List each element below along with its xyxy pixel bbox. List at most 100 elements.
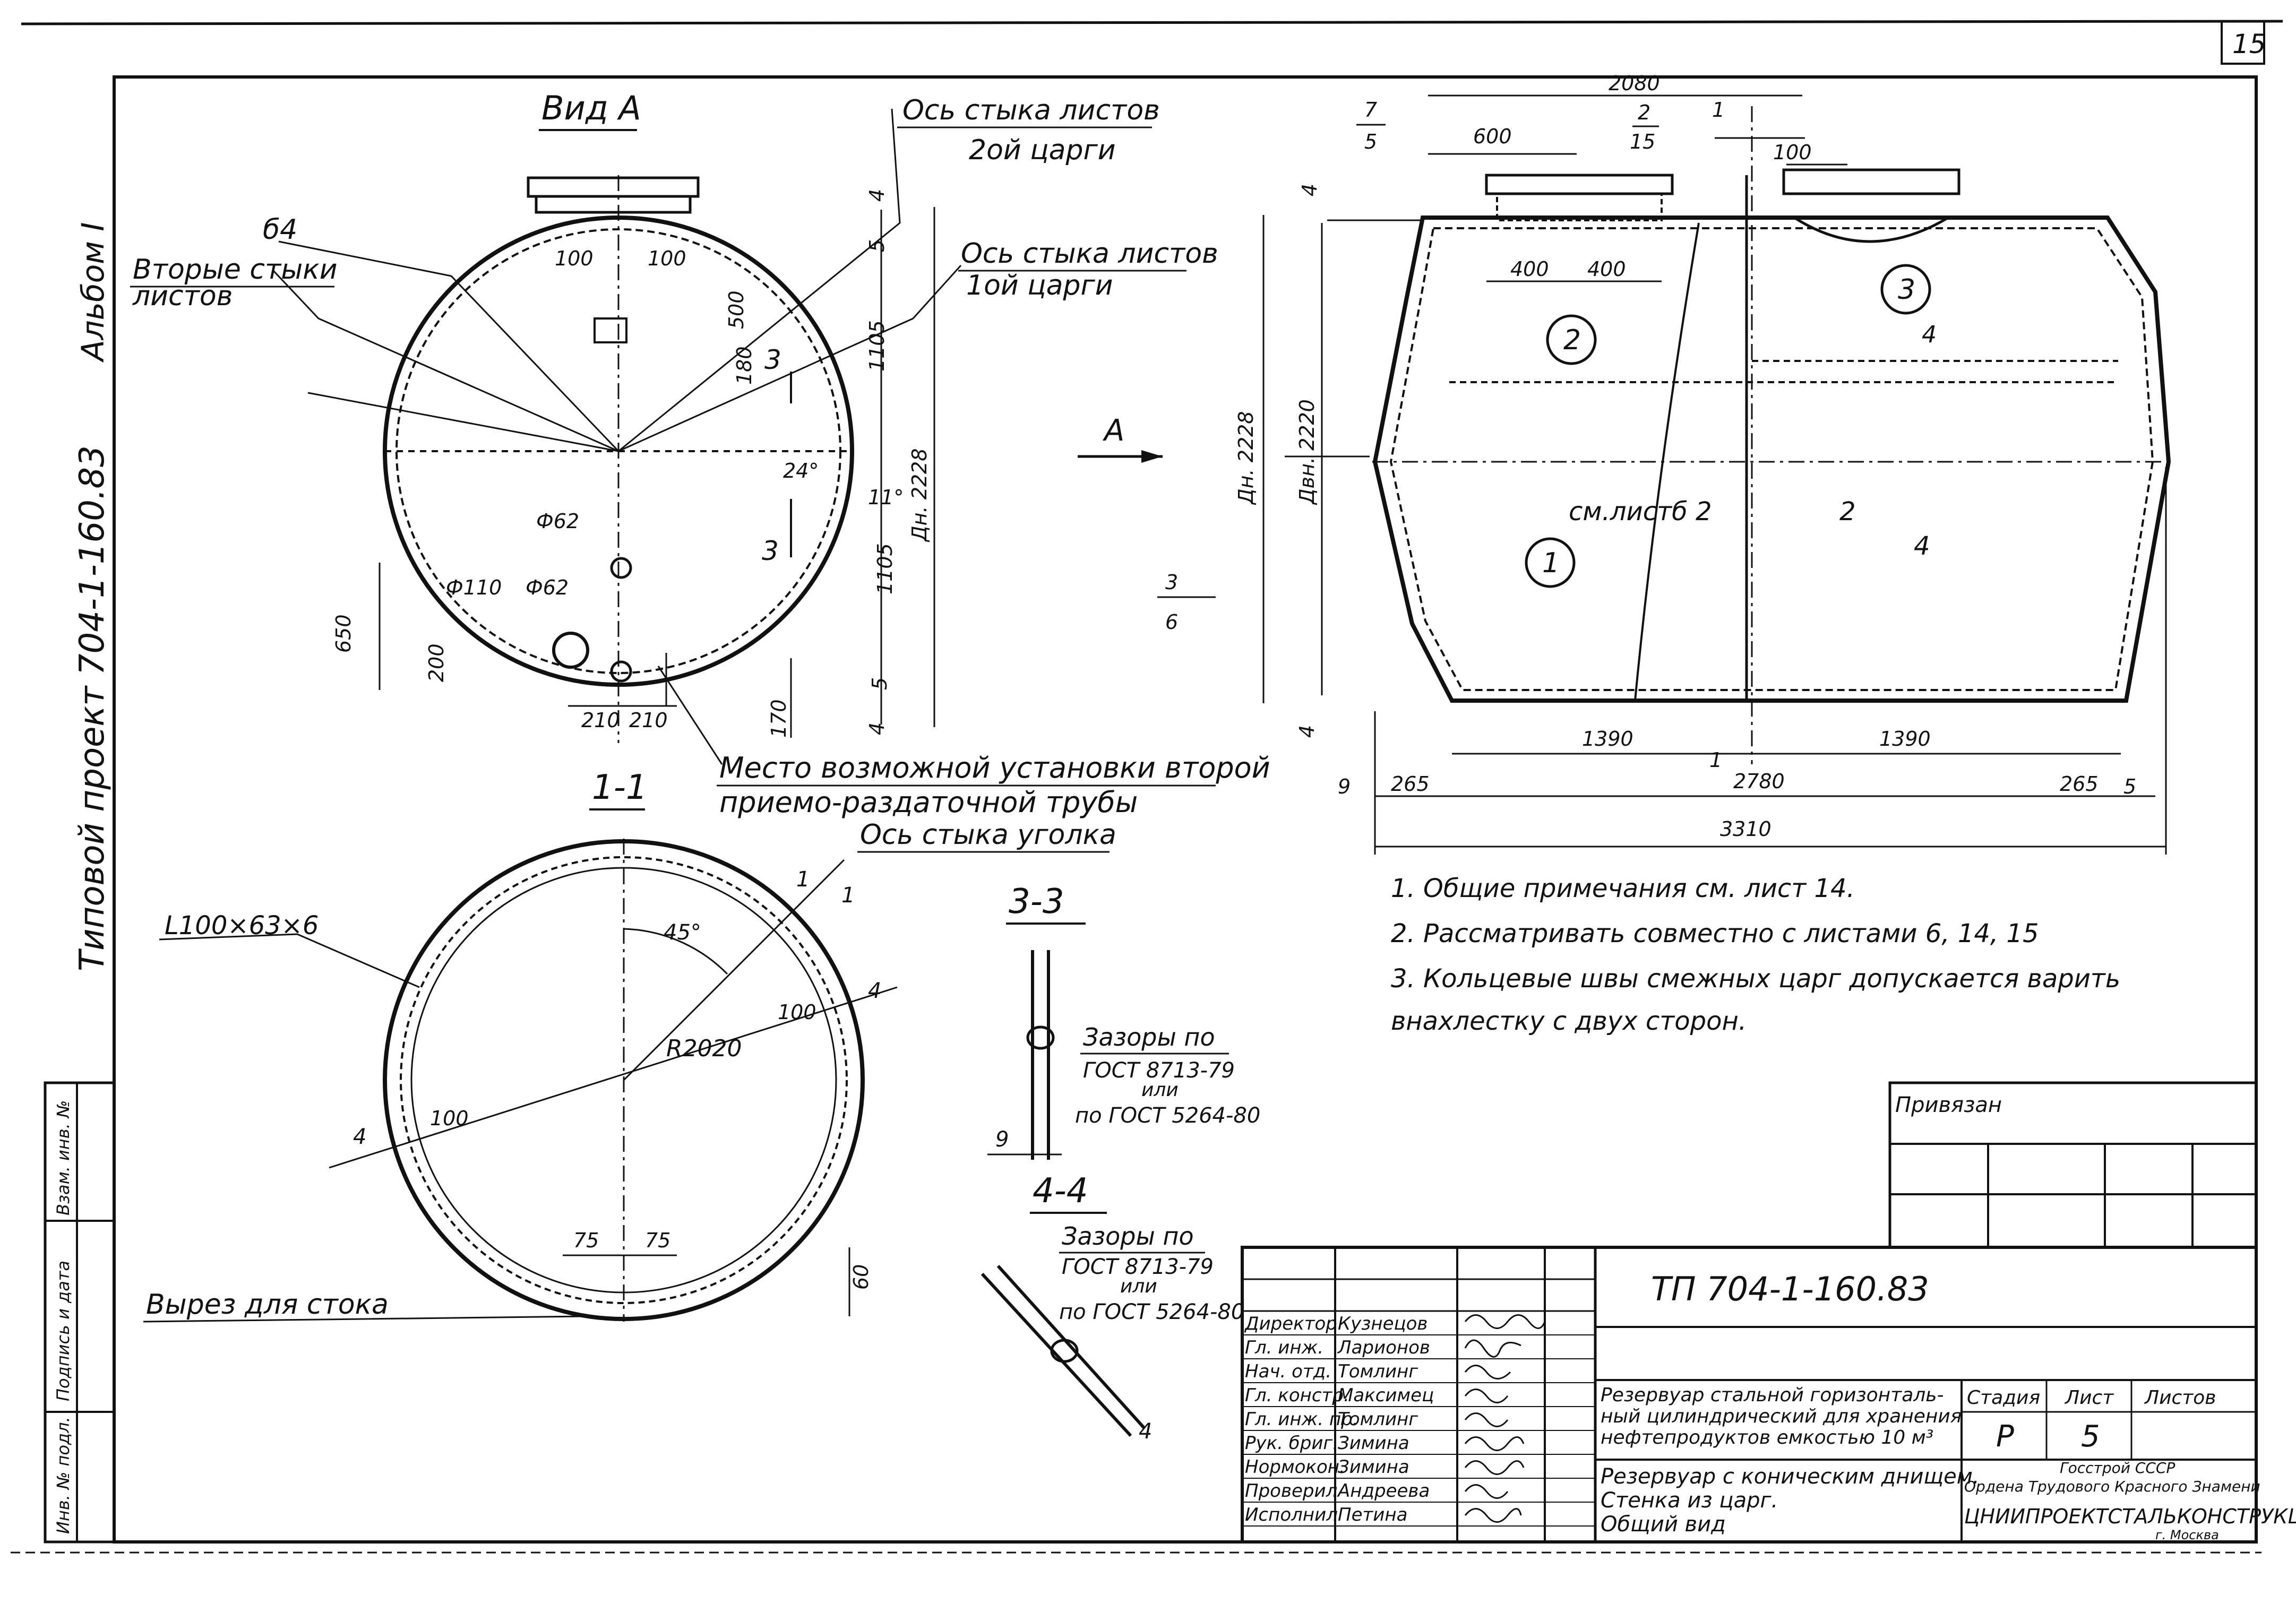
stamp-sign: Подпись и дата — [53, 1261, 73, 1401]
svg-text:Гл. инж. пр.: Гл. инж. пр. — [1245, 1409, 1358, 1430]
svg-text:1: 1 — [1709, 748, 1722, 772]
svg-text:3: 3 — [1165, 571, 1178, 594]
svg-text:500: 500 — [725, 290, 748, 329]
svg-text:Кузнецов: Кузнецов — [1338, 1313, 1428, 1334]
svg-text:75: 75 — [645, 1229, 670, 1252]
svg-text:200: 200 — [425, 643, 448, 682]
note-2: 2. Рассматривать совместно с листами 6, … — [1391, 919, 2039, 949]
svg-text:А: А — [1103, 413, 1124, 448]
svg-text:ЦНИИПРОЕКТСТАЛЬКОНСТРУКЦИЯ: ЦНИИПРОЕКТСТАЛЬКОНСТРУКЦИЯ — [1964, 1505, 2296, 1528]
svg-text:нефтепродуктов емкостью 10 м³: нефтепродуктов емкостью 10 м³ — [1601, 1427, 1933, 1448]
svg-text:2080: 2080 — [1609, 72, 1660, 95]
svg-text:3: 3 — [1898, 274, 1915, 306]
svg-text:Место возможной установки втор: Место возможной установки второй — [719, 751, 1270, 784]
svg-text:3310: 3310 — [1720, 817, 1772, 841]
svg-text:100: 100 — [778, 1001, 816, 1024]
svg-text:листов: листов — [132, 280, 233, 312]
tp-code: ТП 704-1-160.83 — [1651, 1270, 1929, 1308]
svg-text:Дн. 2228: Дн. 2228 — [908, 449, 931, 542]
svg-text:Ларионов: Ларионов — [1337, 1337, 1430, 1358]
svg-text:Стенка из царг.: Стенка из царг. — [1601, 1488, 1778, 1513]
svg-text:Зазоры по: Зазоры по — [1062, 1222, 1194, 1251]
svg-text:Ось стыка листов: Ось стыка листов — [902, 94, 1160, 126]
svg-text:Резервуар с коническим днищем.: Резервуар с коническим днищем. — [1601, 1464, 1980, 1489]
svg-text:3-3: 3-3 — [1009, 882, 1064, 921]
svg-text:1: 1 — [1712, 98, 1725, 122]
svg-text:2ой царги: 2ой царги — [969, 134, 1116, 166]
svg-text:Петина: Петина — [1338, 1504, 1407, 1525]
svg-text:5: 5 — [868, 677, 891, 690]
svg-text:или: или — [1141, 1079, 1179, 1101]
svg-text:Томлинг: Томлинг — [1338, 1361, 1418, 1382]
svg-text:Рук. бриг.: Рук. бриг. — [1245, 1433, 1338, 1454]
svg-text:180: 180 — [733, 346, 756, 385]
svg-text:170: 170 — [767, 699, 790, 738]
svg-text:Двн. 2220: Двн. 2220 — [1295, 399, 1319, 505]
svg-text:Директор: Директор — [1244, 1313, 1337, 1334]
svg-text:4: 4 — [1139, 1419, 1152, 1444]
svg-text:Ф62: Ф62 — [526, 576, 569, 599]
svg-text:1105: 1105 — [873, 543, 897, 594]
svg-text:400: 400 — [1587, 257, 1626, 281]
svg-text:2780: 2780 — [1733, 770, 1785, 793]
svg-text:3: 3 — [762, 536, 779, 566]
sheet-number: 15 — [2232, 29, 2266, 59]
svg-text:1: 1 — [841, 883, 855, 908]
svg-text:Вторые стыки: Вторые стыки — [133, 254, 338, 286]
svg-text:5: 5 — [2081, 1419, 2100, 1454]
svg-text:по ГОСТ 5264-80: по ГОСТ 5264-80 — [1059, 1300, 1244, 1324]
svg-text:Томлинг: Томлинг — [1338, 1409, 1418, 1430]
svg-text:Зимина: Зимина — [1338, 1456, 1409, 1478]
svg-text:60: 60 — [849, 1264, 873, 1290]
svg-text:Ось стыка уголка: Ось стыка уголка — [860, 819, 1116, 851]
svg-text:4: 4 — [1295, 725, 1319, 738]
svg-text:4: 4 — [353, 1125, 366, 1149]
svg-text:15: 15 — [1630, 130, 1655, 153]
svg-text:2: 2 — [1638, 101, 1650, 124]
svg-text:11°: 11° — [868, 486, 904, 509]
svg-text:1ой царги: 1ой царги — [966, 270, 1113, 301]
svg-text:ный цилиндрический для хранени: ный цилиндрический для хранения — [1601, 1406, 1962, 1427]
svg-text:6: 6 — [1165, 610, 1178, 634]
svg-text:5: 5 — [1364, 130, 1377, 153]
svg-text:600: 600 — [1473, 125, 1512, 148]
project-label: Типовой проект 704-1-160.83 — [73, 445, 112, 971]
svg-text:Листов: Листов — [2144, 1387, 2216, 1409]
stamp-inv: Инв. № подл. — [53, 1417, 73, 1534]
svg-text:5: 5 — [2123, 775, 2136, 798]
svg-text:Резервуар стальной горизонталь: Резервуар стальной горизонталь- — [1601, 1384, 1944, 1406]
svg-text:1390: 1390 — [1879, 727, 1931, 751]
svg-text:Ордена Трудового Красного Знам: Ордена Трудового Красного Знамени — [1964, 1478, 2260, 1495]
svg-text:5: 5 — [865, 239, 889, 252]
svg-text:650: 650 — [332, 614, 355, 653]
svg-text:Лист: Лист — [2064, 1387, 2114, 1409]
svg-text:100: 100 — [648, 247, 686, 270]
svg-text:265: 265 — [2060, 772, 2099, 796]
svg-text:4: 4 — [865, 722, 889, 735]
section-1-1: 1-1 Ось стыка уголка L100×63×6 45° R2020… — [143, 768, 1116, 1323]
svg-text:см.листб 2: см.листб 2 — [1569, 497, 1712, 527]
svg-text:4: 4 — [1922, 321, 1937, 348]
svg-text:Ось стыка листов: Ось стыка листов — [961, 238, 1218, 270]
note-1: 1. Общие примечания см. лист 14. — [1391, 874, 1855, 903]
svg-text:24°: 24° — [783, 459, 819, 482]
svg-text:4: 4 — [865, 189, 889, 202]
svg-text:Зимина: Зимина — [1338, 1433, 1409, 1454]
svg-text:4-4: 4-4 — [1033, 1171, 1088, 1211]
svg-text:3: 3 — [764, 344, 781, 375]
svg-text:Гл. инж.: Гл. инж. — [1245, 1337, 1323, 1358]
svg-text:или: или — [1120, 1275, 1157, 1297]
svg-text:210: 210 — [581, 709, 620, 732]
view-a-title: Вид А — [541, 89, 641, 127]
svg-text:Дн. 2228: Дн. 2228 — [1234, 411, 1258, 505]
left-margin: Альбом I Типовой проект 704-1-160.83 Инв… — [44, 222, 116, 1544]
note-3: 3. Кольцевые швы смежных царг допускаетс… — [1391, 964, 2120, 994]
title-block: Привязан ТП 704-1-160.83 Резервуар сталь… — [1241, 1081, 2296, 1544]
svg-text:1390: 1390 — [1582, 727, 1633, 751]
svg-text:9: 9 — [1338, 775, 1351, 798]
svg-text:Исполнил: Исполнил — [1245, 1504, 1338, 1525]
svg-text:4: 4 — [868, 979, 881, 1003]
svg-text:Зазоры по: Зазоры по — [1083, 1023, 1215, 1051]
svg-text:ГОСТ 8713-79: ГОСТ 8713-79 — [1062, 1255, 1214, 1279]
